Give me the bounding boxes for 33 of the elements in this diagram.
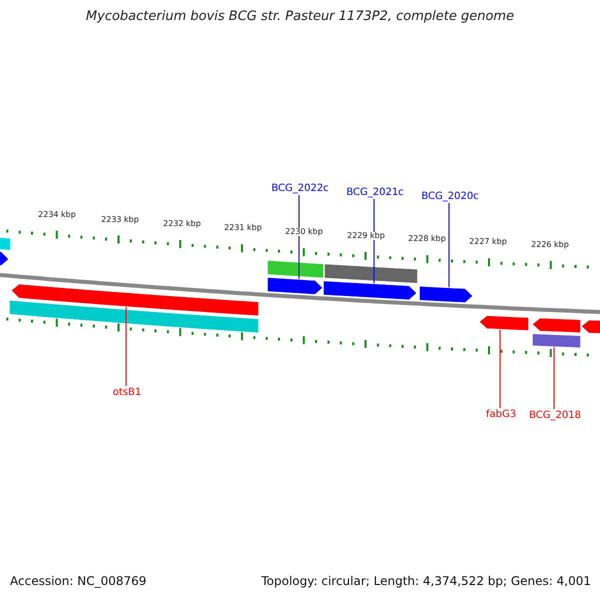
scale-label: 2226 kbp [530,240,570,249]
gene-feature [10,300,258,333]
gene-label: BCG_2021c [346,188,404,198]
gene-feature [12,284,258,316]
gene-feature [268,260,324,278]
scale-label: 2231 kbp [223,224,263,232]
gene-feature [0,252,8,266]
gene-feature [480,316,528,330]
gene-feature [0,238,10,250]
scale-label: 2234 kbp [37,210,77,219]
scale-label: 2228 kbp [407,235,447,244]
gene-feature [532,318,580,332]
gene-label: BCG_2022c [271,184,329,194]
gene-feature [268,278,322,294]
footer-text: Topology: circular; Length: 4,374,522 bp; Genes: 4,001 [261,575,591,587]
scale-label: 2227 kbp [468,238,508,246]
gene-feature [532,334,580,348]
gene-feature [582,320,600,334]
scale-label: 2230 kbp [284,228,324,236]
gene-label: otsB1 [112,388,142,398]
diagram-title: Mycobacterium bovis BCG str. Pasteur 1173P2, complete genome [86,10,514,23]
leader-line [298,194,300,280]
leader-line [448,202,450,288]
gene-feature [420,286,472,302]
gene-label: BCG_2020c [421,192,479,202]
footer-text: Accession: NC_008769 [10,575,146,587]
gene-feature [324,281,416,300]
scale-label: 2233 kbp [100,216,140,224]
gene-label: fabG3 [486,410,516,420]
scale-label: 2229 kbp [346,232,386,240]
scale-label: 2232 kbp [162,220,202,228]
gene-feature [324,264,418,283]
gene-label: BCG_2018 [529,411,581,421]
